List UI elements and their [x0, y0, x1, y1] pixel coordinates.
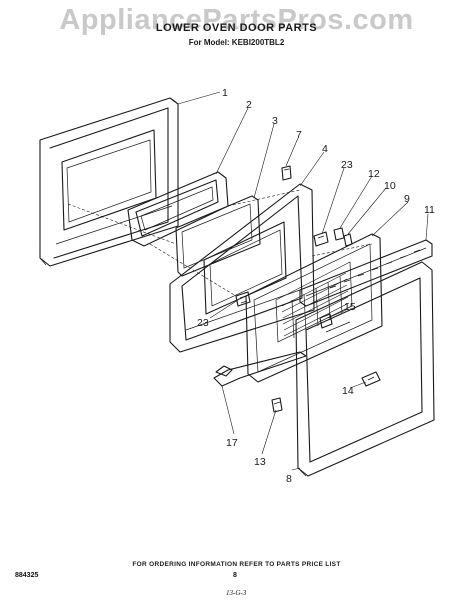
callout-3: 3 — [272, 115, 278, 127]
page-number: 8 — [233, 572, 237, 579]
leader-lines — [177, 91, 429, 471]
trim-slots — [329, 249, 421, 289]
callout-7: 7 — [296, 129, 302, 141]
part-window-panel — [245, 233, 383, 383]
part-bumper — [271, 397, 283, 413]
part-outer-door-panel — [39, 97, 179, 267]
callout-9: 9 — [404, 193, 410, 205]
callout-2: 2 — [246, 99, 252, 111]
callout-4: 4 — [322, 143, 328, 155]
part-hinge-bracket-upper — [313, 231, 329, 247]
handwritten-mark: 13-G-3 — [226, 589, 247, 597]
part-handle-clip — [319, 313, 351, 333]
vent-grille — [275, 261, 353, 343]
vent-grille-pattern — [281, 272, 350, 339]
callout-23-upper: 23 — [341, 159, 353, 171]
model-line: For Model: KEBI200TBL2 — [188, 38, 285, 47]
callout-13: 13 — [254, 456, 266, 468]
callout-14: 14 — [342, 385, 354, 397]
part-inner-door-liner — [169, 183, 315, 353]
part-screw — [333, 227, 345, 241]
part-outer-frame — [295, 261, 435, 477]
callout-8: 8 — [286, 473, 292, 485]
callout-10: 10 — [384, 180, 396, 192]
part-clip — [281, 165, 292, 181]
diagram-title: LOWER OVEN DOOR PARTS — [155, 22, 318, 34]
callout-23-lower: 23 — [197, 317, 209, 329]
part-latch — [361, 371, 381, 387]
alignment-lines — [67, 189, 373, 297]
part-top-trim-strip — [299, 239, 433, 307]
document-code: 884325 — [15, 572, 39, 579]
callout-15: 15 — [344, 301, 356, 313]
callout-1: 1 — [222, 87, 228, 99]
callout-12: 12 — [368, 168, 380, 180]
part-inner-glass — [175, 195, 261, 277]
watermark-text: AppliancePartsPros.com — [59, 4, 414, 36]
callout-17: 17 — [226, 437, 238, 449]
callout-11: 11 — [424, 204, 435, 216]
ordering-note: FOR ORDERING INFORMATION REFER TO PARTS … — [132, 561, 341, 568]
